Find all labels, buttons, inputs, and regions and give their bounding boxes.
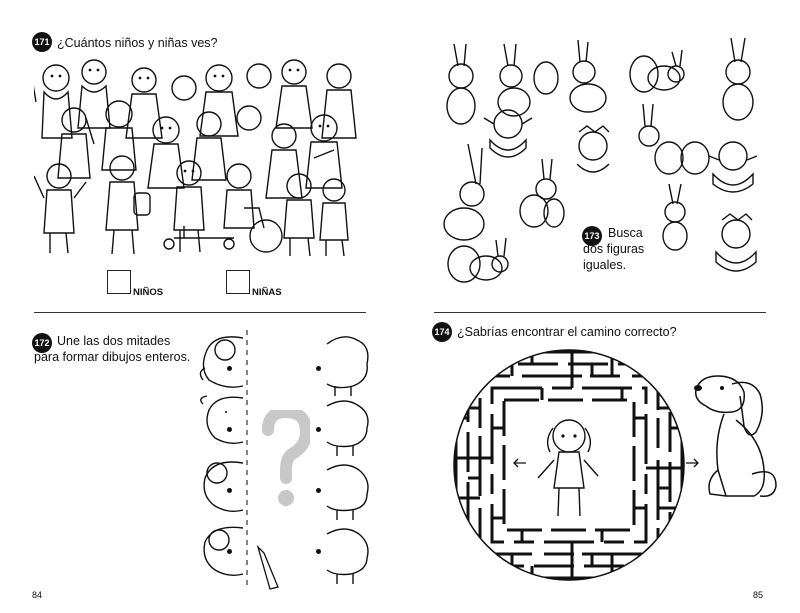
match-dot-right-4[interactable] xyxy=(316,549,321,554)
boys-label: NIÑOS xyxy=(133,287,164,298)
right-section-divider xyxy=(434,312,766,313)
maze-icon[interactable] xyxy=(452,348,686,582)
activity-171-badge: 171 xyxy=(32,32,52,52)
activity-173-prompt-line2: dos figuras xyxy=(583,242,645,256)
match-dot-left-1[interactable] xyxy=(227,366,232,371)
arrow-right-icon xyxy=(686,458,699,468)
left-section-divider xyxy=(34,312,366,313)
match-dot-right-3[interactable] xyxy=(316,488,321,493)
question-mark-icon xyxy=(262,410,310,506)
activity-174-badge: 174 xyxy=(432,322,452,342)
pencil-icon xyxy=(256,545,279,590)
match-dot-left-2[interactable] xyxy=(227,427,232,432)
match-dot-left-4[interactable] xyxy=(227,549,232,554)
arrow-left-icon xyxy=(513,458,526,468)
activity-173-prompt-line1: Busca xyxy=(608,226,643,240)
activity-171-prompt: ¿Cuántos niños y niñas ves? xyxy=(57,36,218,50)
activity-174-prompt: ¿Sabrías encontrar el camino correcto? xyxy=(457,325,677,339)
cut-line xyxy=(246,330,248,585)
sheep-left-halves xyxy=(199,336,244,577)
page-number-right: 85 xyxy=(753,590,764,600)
page-number-left: 84 xyxy=(32,590,43,600)
match-dot-right-2[interactable] xyxy=(316,427,321,432)
match-dot-right-1[interactable] xyxy=(316,366,321,371)
left-page: 171 ¿Cuántos niños y niñas ves? xyxy=(32,32,369,600)
right-page: 173 Busca dos figuras iguales. 174 ¿Sabr… xyxy=(400,0,800,613)
girls-label: NIÑAS xyxy=(252,287,282,298)
girls-count-box[interactable] xyxy=(226,270,250,294)
activity-172-prompt-line1: Une las dos mitades xyxy=(57,334,171,348)
children-crowd-illustration xyxy=(34,59,357,257)
activity-173-prompt-line3: iguales. xyxy=(583,258,627,272)
boys-count-box[interactable] xyxy=(107,270,131,294)
activity-173-badge: 173 xyxy=(582,226,602,246)
activity-172-prompt-line2: para formar dibujos enteros. xyxy=(34,350,191,364)
match-dot-left-3[interactable] xyxy=(227,488,232,493)
girl-icon xyxy=(537,419,599,517)
dog-icon xyxy=(694,375,777,498)
activity-172-badge: 172 xyxy=(32,333,52,353)
sheep-right-halves xyxy=(326,336,369,584)
bunnies-and-chicks-illustration xyxy=(443,37,758,283)
